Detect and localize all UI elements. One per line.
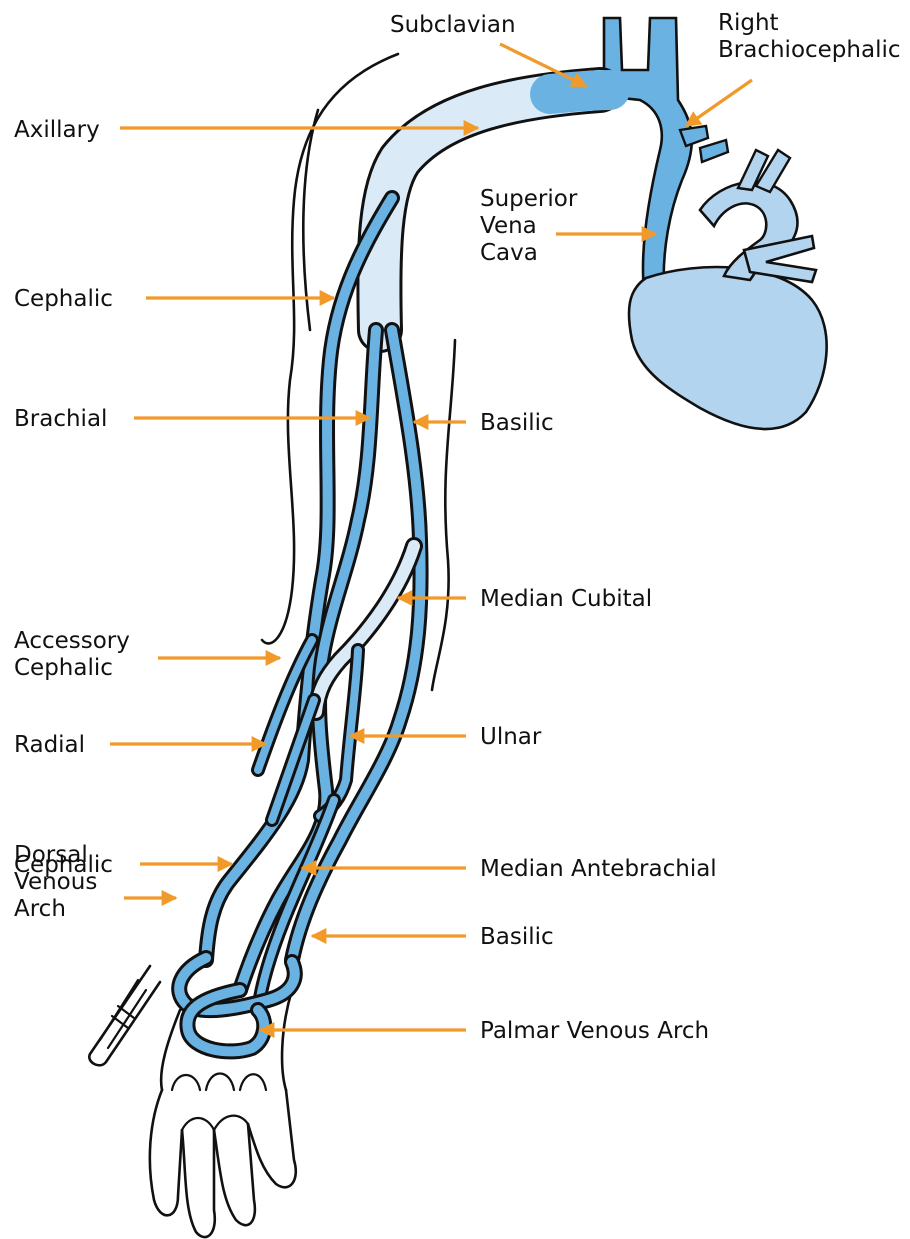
little-finger xyxy=(248,1090,296,1187)
label-brachial: Brachial xyxy=(14,406,107,432)
arm-inner-contour xyxy=(432,340,455,690)
heart-body xyxy=(629,267,827,429)
heart-group xyxy=(604,18,827,429)
label-subclavian: Subclavian xyxy=(390,12,516,38)
label-median-antebrachial: Median Antebrachial xyxy=(480,856,717,882)
arrow-right-brachiocephalic xyxy=(686,80,752,126)
ring-finger xyxy=(214,1124,255,1225)
label-median-cubital: Median Cubital xyxy=(480,586,652,612)
finger-creases xyxy=(182,1116,248,1130)
thumb-outline xyxy=(89,966,160,1065)
middle-finger xyxy=(182,1130,215,1237)
label-axillary: Axillary xyxy=(14,117,100,143)
subclavian-vein-fill xyxy=(550,90,610,94)
label-basilic-upper: Basilic xyxy=(480,410,554,436)
label-cephalic-upper: Cephalic xyxy=(14,286,113,312)
aortic-branches xyxy=(738,150,790,192)
label-palmar-venous-arch: Palmar Venous Arch xyxy=(480,1018,709,1044)
label-right-brachiocephalic: Right Brachiocephalic xyxy=(718,10,901,63)
label-accessory-cephalic: Accessory Cephalic xyxy=(14,628,137,681)
superior-vena-cava-vessel xyxy=(604,18,692,290)
label-radial: Radial xyxy=(14,732,85,758)
label-ulnar: Ulnar xyxy=(480,724,542,750)
index-finger xyxy=(150,1090,182,1215)
arm-veins xyxy=(179,90,610,1051)
label-superior-vena-cava: Superior Vena Cava xyxy=(480,186,585,266)
label-basilic-lower: Basilic xyxy=(480,924,554,950)
label-dorsal-venous-arch: Dorsal Venous Arch xyxy=(14,842,105,922)
knuckle-arcs xyxy=(172,1074,266,1091)
